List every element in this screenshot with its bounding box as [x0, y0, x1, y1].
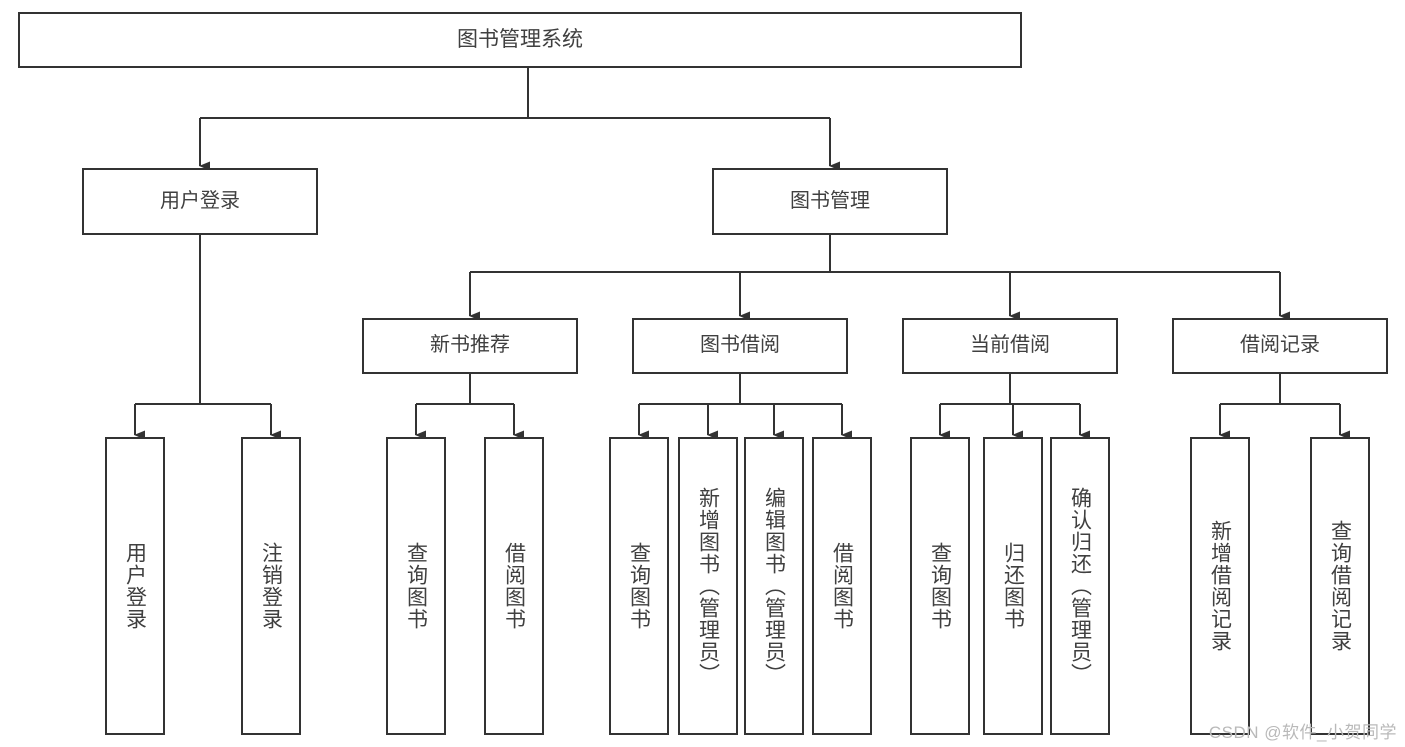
node-book-borrow[interactable]: 图书借阅: [632, 318, 848, 374]
node-new-book-recommend[interactable]: 新书推荐: [362, 318, 578, 374]
node-leaf-return-book-label: 归还图书: [1001, 542, 1025, 630]
node-leaf-query-book-2-label: 查询图书: [627, 542, 651, 630]
node-new-book-recommend-label: 新书推荐: [430, 334, 510, 357]
node-leaf-confirm-return-label: 确认归还（管理员）: [1068, 487, 1092, 685]
node-leaf-query-book-3-label: 查询图书: [928, 542, 952, 630]
node-book-manage-label: 图书管理: [790, 189, 870, 212]
node-current-borrow[interactable]: 当前借阅: [902, 318, 1118, 374]
node-leaf-query-book-1-label: 查询图书: [404, 542, 428, 630]
node-leaf-confirm-return[interactable]: 确认归还（管理员）: [1050, 437, 1110, 735]
node-leaf-query-book-2[interactable]: 查询图书: [609, 437, 669, 735]
node-leaf-borrow-book-1-label: 借阅图书: [502, 542, 526, 630]
node-root-label: 图书管理系统: [457, 27, 583, 51]
node-leaf-user-login-label: 用户登录: [123, 542, 147, 630]
node-leaf-edit-book[interactable]: 编辑图书（管理员）: [744, 437, 804, 735]
node-leaf-return-book[interactable]: 归还图书: [983, 437, 1043, 735]
csdn-watermark: CSDN @软件_小贺同学: [1208, 723, 1397, 742]
node-borrow-record-label: 借阅记录: [1240, 334, 1320, 357]
node-leaf-query-book-1[interactable]: 查询图书: [386, 437, 446, 735]
node-leaf-add-record-label: 新增借阅记录: [1208, 520, 1232, 652]
node-leaf-borrow-book-1[interactable]: 借阅图书: [484, 437, 544, 735]
node-leaf-query-record-label: 查询借阅记录: [1328, 520, 1352, 652]
node-current-borrow-label: 当前借阅: [970, 334, 1050, 357]
node-leaf-logout-label: 注销登录: [259, 542, 283, 630]
node-leaf-borrow-book-2-label: 借阅图书: [830, 542, 854, 630]
node-book-borrow-label: 图书借阅: [700, 334, 780, 357]
node-leaf-add-record[interactable]: 新增借阅记录: [1190, 437, 1250, 735]
node-leaf-user-login[interactable]: 用户登录: [105, 437, 165, 735]
node-leaf-query-record[interactable]: 查询借阅记录: [1310, 437, 1370, 735]
node-leaf-edit-book-label: 编辑图书（管理员）: [762, 487, 786, 685]
node-borrow-record[interactable]: 借阅记录: [1172, 318, 1388, 374]
node-user-login-label: 用户登录: [160, 189, 240, 212]
node-book-manage[interactable]: 图书管理: [712, 168, 948, 235]
node-leaf-query-book-3[interactable]: 查询图书: [910, 437, 970, 735]
node-root[interactable]: 图书管理系统: [18, 12, 1022, 68]
node-leaf-borrow-book-2[interactable]: 借阅图书: [812, 437, 872, 735]
node-leaf-add-book[interactable]: 新增图书（管理员）: [678, 437, 738, 735]
node-leaf-logout[interactable]: 注销登录: [241, 437, 301, 735]
node-leaf-add-book-label: 新增图书（管理员）: [696, 487, 720, 685]
node-user-login[interactable]: 用户登录: [82, 168, 318, 235]
